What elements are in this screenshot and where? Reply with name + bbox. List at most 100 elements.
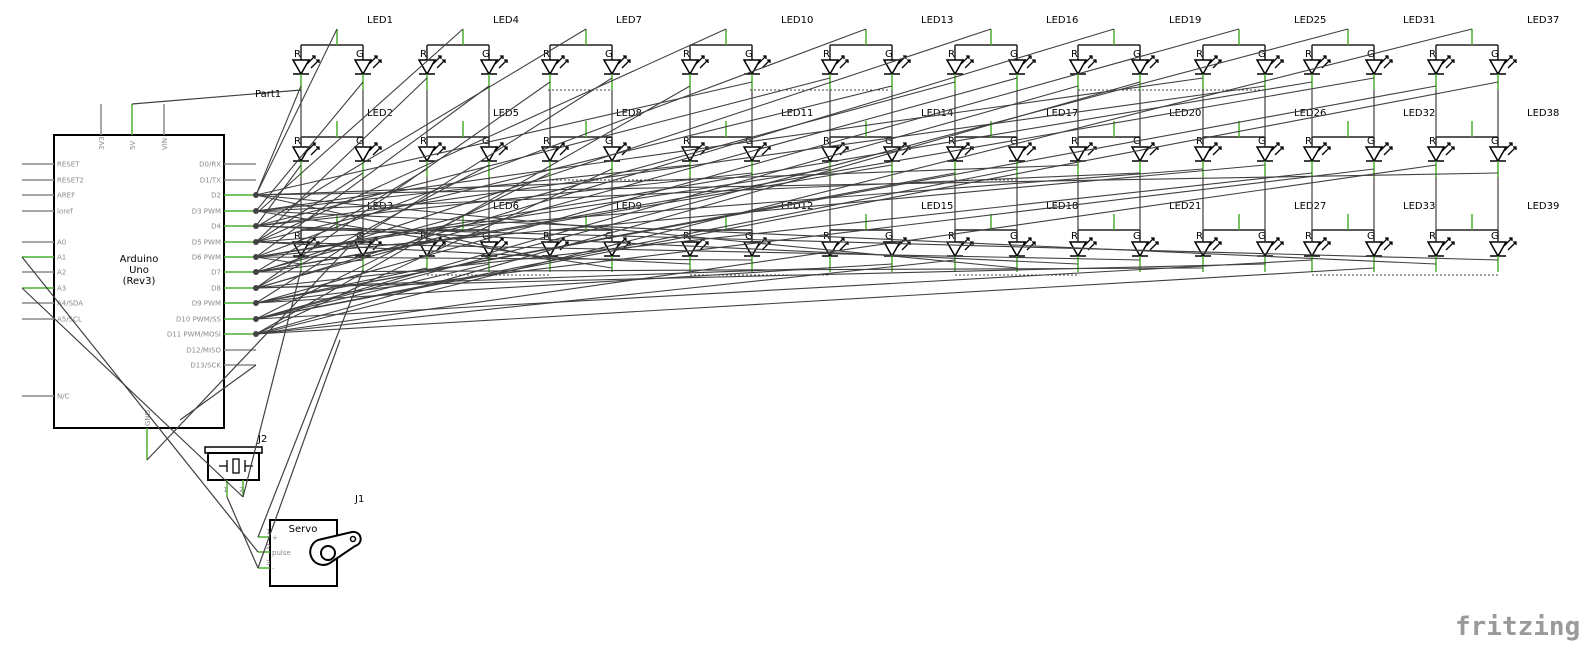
diode-red-icon [1426, 59, 1446, 76]
wire[interactable] [258, 28, 992, 273]
wire[interactable] [255, 267, 831, 289]
led-label: LED26 [1294, 108, 1326, 119]
wire[interactable] [255, 164, 1437, 335]
color-label-red: R [1071, 49, 1078, 60]
wire[interactable] [257, 269, 364, 538]
wire[interactable] [255, 194, 551, 261]
pin-label: D1/TX [200, 177, 221, 185]
wire[interactable] [255, 172, 364, 243]
wire[interactable] [256, 28, 1240, 304]
diode-red-icon [540, 59, 560, 76]
wire[interactable] [242, 269, 302, 498]
wire[interactable] [255, 164, 1079, 196]
wire[interactable] [255, 172, 551, 320]
wire[interactable] [255, 28, 867, 258]
rgb-led-led31[interactable]: RG [1302, 29, 1393, 90]
wire-a3-buzzer[interactable] [21, 287, 244, 498]
wire[interactable] [255, 77, 1018, 289]
light-emission-icon [494, 55, 508, 69]
light-emission-icon [1317, 142, 1331, 156]
wire[interactable] [255, 241, 691, 265]
wire[interactable] [255, 164, 691, 212]
wire[interactable] [255, 85, 490, 258]
wire[interactable] [255, 225, 1499, 261]
wire[interactable] [255, 267, 1375, 335]
color-label-red: R [420, 231, 427, 242]
wire[interactable] [255, 256, 302, 265]
wire-gnd[interactable] [146, 231, 364, 461]
wire[interactable] [179, 364, 257, 421]
pin-number: 2 [239, 486, 243, 494]
diode-green-icon [1364, 59, 1384, 76]
wire-5v[interactable] [131, 89, 302, 105]
light-emission-icon [368, 55, 382, 69]
wire[interactable] [255, 259, 1313, 320]
wire[interactable] [255, 77, 428, 243]
diode-green-icon [1255, 146, 1275, 163]
led-label: LED7 [616, 15, 642, 26]
wire[interactable] [255, 263, 1266, 289]
light-emission-icon [555, 55, 569, 69]
servo-pin-label: + [272, 534, 278, 542]
wire[interactable] [258, 28, 464, 212]
wire[interactable] [255, 164, 302, 227]
wire[interactable] [255, 241, 1141, 261]
wire[interactable] [255, 168, 428, 273]
light-emission-icon [617, 142, 631, 156]
wire[interactable] [257, 339, 341, 569]
wire[interactable] [257, 28, 587, 227]
wire[interactable] [255, 164, 893, 273]
light-emission-icon [835, 237, 849, 251]
wire[interactable] [255, 172, 956, 304]
light-emission-icon [1083, 55, 1097, 69]
wire[interactable] [255, 172, 1499, 196]
color-label-green: G [356, 49, 364, 60]
color-label-green: G [885, 49, 893, 60]
wire[interactable] [255, 168, 831, 258]
wire[interactable] [257, 28, 1115, 289]
wire[interactable] [255, 263, 490, 320]
wire[interactable] [255, 28, 338, 196]
wire[interactable] [255, 259, 956, 335]
wire[interactable] [255, 172, 1313, 289]
wire-a1-servo[interactable] [21, 256, 259, 553]
wire[interactable] [255, 172, 753, 227]
wire[interactable] [226, 496, 259, 569]
wire[interactable] [255, 81, 1313, 258]
wire[interactable] [255, 85, 302, 196]
wire[interactable] [255, 85, 691, 335]
wire[interactable] [255, 172, 1141, 212]
diode-red-icon [1302, 146, 1322, 163]
color-label-green: G [1367, 136, 1375, 147]
wire[interactable] [255, 81, 364, 212]
wire[interactable] [256, 28, 727, 243]
wire[interactable] [258, 28, 1473, 335]
wire[interactable] [255, 81, 551, 289]
wire[interactable] [255, 210, 1437, 265]
light-emission-icon [1208, 55, 1222, 69]
wire[interactable] [255, 263, 893, 304]
wire[interactable] [255, 267, 1204, 273]
arduino-body[interactable] [53, 134, 225, 429]
buzzer-body[interactable] [207, 452, 260, 481]
wire[interactable] [255, 225, 1079, 265]
wire[interactable] [255, 85, 1266, 227]
wire[interactable] [255, 28, 1349, 320]
wire[interactable] [255, 81, 753, 196]
